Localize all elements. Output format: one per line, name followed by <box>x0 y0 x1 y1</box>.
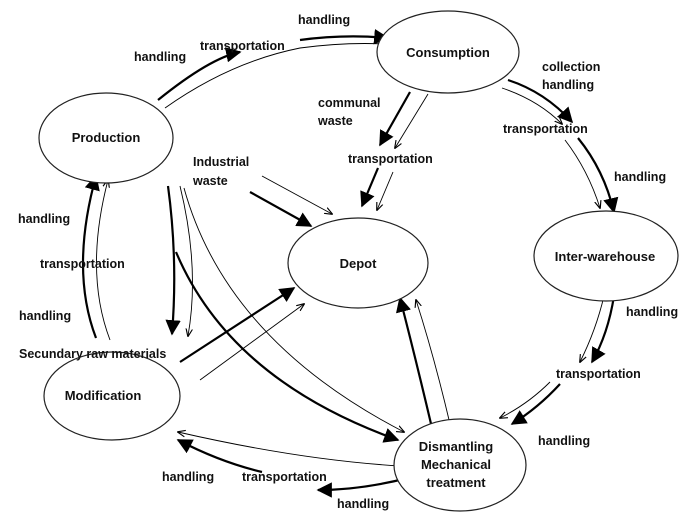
edge-production-consumption-thick <box>157 47 242 101</box>
dismantling-label-line-3: treatment <box>426 475 486 490</box>
label-industrial: Industrial <box>193 155 249 169</box>
edge-modification-depot-thin <box>199 304 304 381</box>
consumption-label: Consumption <box>406 45 490 60</box>
edge-consumption-depot-thin-1 <box>395 93 429 148</box>
edge-production-dismantling-thick <box>174 251 400 443</box>
node-inter-warehouse <box>533 210 679 302</box>
edge-interwarehouse-dismantling-thick-1 <box>591 295 616 364</box>
production-label: Production <box>72 130 141 145</box>
dismantling-label-line-1: Dismantling <box>419 439 493 454</box>
modification-label: Modification <box>65 388 142 403</box>
node-modification <box>43 351 181 441</box>
label-handling-top-left: handling <box>134 50 186 64</box>
depot-label: Depot <box>340 256 378 271</box>
label-handling-bottom: handling <box>337 497 389 511</box>
label-transportation-bottom: transportation <box>242 470 327 484</box>
edge-consumption-depot-thick-2 <box>360 167 380 208</box>
node-consumption <box>376 10 520 94</box>
label-handling-right-2: handling <box>626 305 678 319</box>
label-secondary-raw-materials: Secundary raw materials <box>19 347 166 361</box>
label-handling-bottom-left: handling <box>162 470 214 484</box>
label-collection-handling: handling <box>542 78 594 92</box>
edge-consumption-depot-thin-2 <box>377 171 394 210</box>
label-transportation-right: transportation <box>503 122 588 136</box>
edge-consumption-interwarehouse-thin-1 <box>501 87 562 124</box>
edge-modification-production-thick <box>81 174 100 339</box>
edge-consumption-depot-thick-1 <box>379 91 411 147</box>
label-collection: collection <box>542 60 600 74</box>
edge-production-modification-thin <box>179 185 193 336</box>
edge-interwarehouse-dismantling-thin-2 <box>500 381 551 418</box>
edge-interwarehouse-dismantling-thick-2 <box>510 383 561 425</box>
edge-modification-production-thin <box>96 180 111 341</box>
label-transportation-right-2: transportation <box>556 367 641 381</box>
edge-dismantling-bottom-thick <box>316 476 409 498</box>
node-dismantling <box>393 418 527 512</box>
label-handling-left-1: handling <box>18 212 70 226</box>
edge-production-modification-thick <box>165 185 181 336</box>
edge-dismantling-modification-thin <box>178 432 401 467</box>
label-transportation-left: transportation <box>40 257 125 271</box>
edge-dismantling-depot-thin <box>416 300 451 425</box>
edge-production-dismantling-thin <box>183 187 404 432</box>
edge-consumption-interwarehouse-thick-1 <box>507 78 574 124</box>
edge-dismantling-modification-thick <box>176 439 263 474</box>
label-communal-waste: waste <box>317 114 353 128</box>
label-transportation-communal: transportation <box>348 152 433 166</box>
label-transportation-top: transportation <box>200 39 285 53</box>
label-handling-right-3: handling <box>538 434 590 448</box>
dismantling-label-line-2: Mechanical <box>421 457 491 472</box>
inter-warehouse-label: Inter-warehouse <box>555 249 655 264</box>
label-handling-right-1: handling <box>614 170 666 184</box>
edge-industrial-depot-thin <box>261 175 332 214</box>
edge-interwarehouse-dismantling-thin-1 <box>580 295 605 362</box>
edge-dismantling-depot-thick <box>396 296 434 429</box>
edge-production-consumption-thin <box>164 44 385 109</box>
edge-industrial-depot-thick <box>249 191 313 227</box>
label-industrial-waste: waste <box>192 174 228 188</box>
edge-consumption-interwarehouse-thin-2 <box>564 139 600 208</box>
label-communal: communal <box>318 96 381 110</box>
node-depot <box>287 217 429 309</box>
edge-consumption-interwarehouse-thick-2 <box>577 137 619 214</box>
label-handling-left-2: handling <box>19 309 71 323</box>
label-handling-top: handling <box>298 13 350 27</box>
edge-production-consumption-handling <box>299 29 390 45</box>
edge-modification-depot-thick <box>179 287 296 363</box>
node-production <box>38 92 174 184</box>
